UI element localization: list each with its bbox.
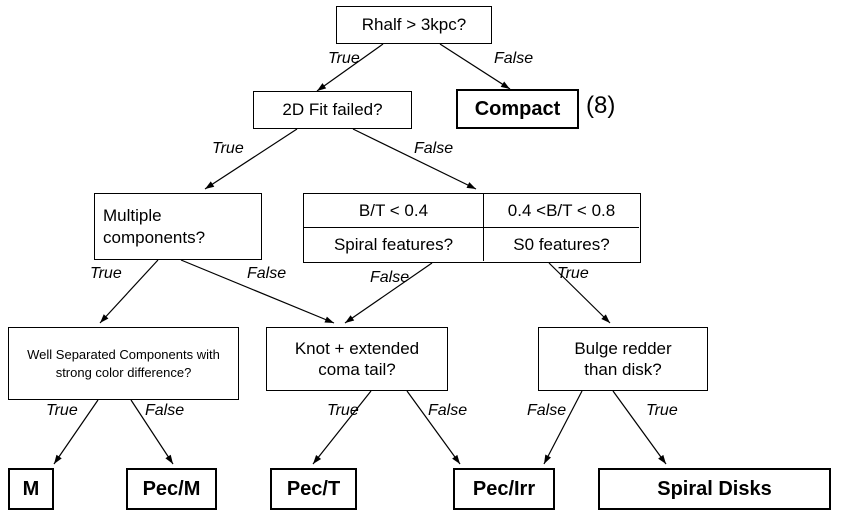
label-well-true: True: [46, 402, 78, 419]
edge-root-to-fit: [316, 43, 384, 92]
node-compact-text: Compact: [474, 97, 561, 120]
edge-root-to-compact-line: [439, 43, 511, 90]
edge-root-to-fit-arrowhead: [317, 83, 327, 91]
leaf-m-text: M: [22, 477, 40, 500]
leaf-pec-t: Pec/T: [270, 468, 357, 510]
edge-root-to-compact-arrowhead: [500, 81, 510, 89]
node-knot-text: Knot + extended coma tail?: [294, 338, 420, 379]
label-well-false: False: [145, 402, 185, 419]
edge-root-to-compact: [439, 43, 511, 90]
node-bulge: Bulge redder than disk?: [538, 327, 708, 391]
cell-bt-low-text: B/T < 0.4: [358, 200, 429, 220]
edge-multiple-to-knot-line: [180, 259, 335, 324]
edge-bulge-to-pecirr: [543, 390, 583, 465]
leaf-pec-irr: Pec/Irr: [453, 468, 555, 510]
edge-table-to-knot-line: [344, 262, 433, 324]
edge-table-to-bulge-line: [548, 262, 611, 324]
label-bulge-true: True: [646, 402, 678, 419]
edge-multiple-to-well: [99, 259, 159, 324]
node-well-separated: Well Separated Components with strong co…: [8, 327, 239, 400]
edge-fit-to-table-arrowhead: [466, 182, 476, 189]
label-knot-true: True: [327, 402, 359, 419]
node-well-separated-text: Well Separated Components with strong co…: [27, 346, 220, 380]
cell-bt-mid: 0.4 <B/T < 0.8: [484, 194, 639, 228]
node-rhalf-text: Rhalf > 3kpc?: [361, 15, 467, 35]
edge-multiple-to-well-line: [99, 259, 159, 324]
edge-bulge-to-pecirr-arrowhead: [544, 454, 551, 464]
edge-knot-to-pecirr-arrowhead: [452, 454, 460, 464]
leaf-spiral-disks: Spiral Disks: [598, 468, 831, 510]
edge-fit-to-table: [352, 128, 477, 190]
label-bulge-false: False: [527, 402, 567, 419]
leaf-pec-irr-text: Pec/Irr: [472, 477, 536, 500]
edge-well-to-m: [53, 399, 99, 465]
node-bulge-text: Bulge redder than disk?: [574, 338, 672, 379]
cell-bt-low: B/T < 0.4: [304, 194, 484, 228]
edge-fit-to-multiple-arrowhead: [205, 181, 215, 189]
leaf-pec-t-text: Pec/T: [286, 477, 341, 500]
edge-fit-to-multiple-line: [204, 128, 298, 190]
label-table-true: True: [557, 265, 589, 282]
edge-multiple-to-well-arrowhead: [100, 314, 109, 323]
cell-bt-mid-text: 0.4 <B/T < 0.8: [507, 200, 616, 220]
edge-table-to-bulge-arrowhead: [601, 314, 610, 323]
cell-s0-features-text: S0 features?: [513, 234, 610, 254]
edge-well-to-pecm: [130, 399, 174, 465]
cell-s0-features: S0 features?: [484, 228, 639, 261]
edge-bulge-to-spiral-arrowhead: [658, 454, 666, 464]
node-rhalf: Rhalf > 3kpc?: [336, 6, 492, 44]
leaf-spiral-disks-text: Spiral Disks: [657, 477, 772, 500]
edge-knot-to-pect-arrowhead: [313, 454, 322, 464]
edge-well-to-m-arrowhead: [54, 454, 62, 464]
edge-table-to-bulge: [548, 262, 611, 324]
leaf-m: M: [8, 468, 54, 510]
edge-knot-to-pecirr: [406, 390, 461, 465]
label-knot-false: False: [428, 402, 468, 419]
node-compact: Compact: [456, 89, 579, 129]
edge-fit-to-table-line: [352, 128, 477, 190]
edge-fit-to-multiple: [204, 128, 298, 190]
edge-well-to-m-line: [53, 399, 99, 465]
leaf-pec-m-text: Pec/M: [142, 477, 201, 500]
label-fit-true: True: [212, 140, 244, 157]
node-multiple: Multiple components?: [94, 193, 262, 260]
leaf-pec-m: Pec/M: [126, 468, 217, 510]
node-multiple-text: Multiple components?: [103, 206, 206, 247]
label-root-false: False: [494, 50, 534, 67]
node-fit-failed-text: 2D Fit failed?: [282, 100, 383, 120]
label-fit-false: False: [414, 140, 454, 157]
label-table-false: False: [370, 269, 410, 286]
edge-multiple-to-knot-arrowhead: [324, 316, 334, 323]
cell-spiral-features-text: Spiral features?: [333, 234, 454, 254]
edge-table-to-knot: [344, 262, 433, 324]
edge-bulge-to-spiral: [612, 390, 667, 465]
node-knot: Knot + extended coma tail?: [266, 327, 448, 391]
edge-bulge-to-pecirr-line: [543, 390, 583, 465]
node-bt-table: B/T < 0.4 0.4 <B/T < 0.8 Spiral features…: [303, 193, 641, 263]
edge-well-to-pecm-arrowhead: [165, 454, 173, 464]
label-multi-true: True: [90, 265, 122, 282]
compact-count: (8): [586, 92, 616, 119]
edge-table-to-knot-arrowhead: [345, 315, 355, 323]
edge-knot-to-pect: [312, 390, 372, 465]
edge-multiple-to-knot: [180, 259, 335, 324]
edge-bulge-to-spiral-line: [612, 390, 667, 465]
cell-spiral-features: Spiral features?: [304, 228, 484, 261]
label-root-true: True: [328, 50, 360, 67]
node-fit-failed: 2D Fit failed?: [253, 91, 412, 129]
edge-knot-to-pect-line: [312, 390, 372, 465]
edge-knot-to-pecirr-line: [406, 390, 461, 465]
edge-well-to-pecm-line: [130, 399, 174, 465]
label-multi-false: False: [247, 265, 287, 282]
edge-root-to-fit-line: [316, 43, 384, 92]
